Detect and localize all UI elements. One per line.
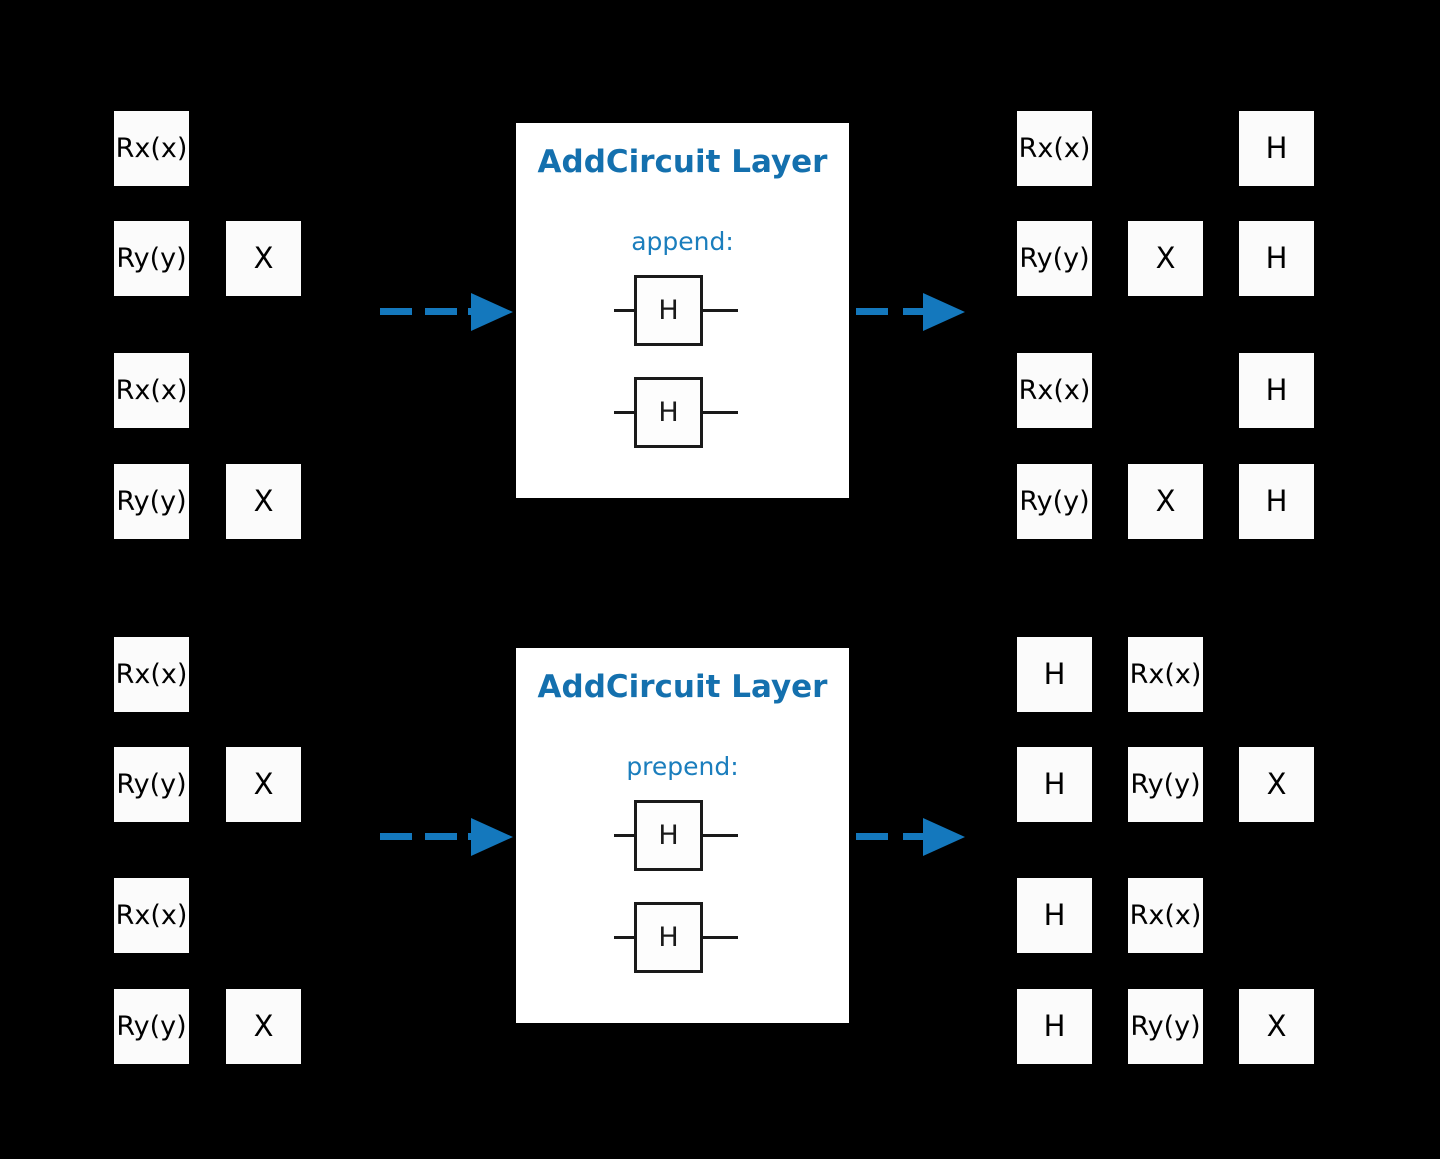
- panel-mode-label: append:: [631, 227, 734, 256]
- arrow-dash-segment: [903, 308, 931, 315]
- gate-box: Ry(y): [114, 221, 189, 296]
- arrow-dash-segment: [856, 833, 888, 840]
- gate-box: X: [1239, 747, 1314, 822]
- gate-box: H: [1017, 747, 1092, 822]
- gate-box: X: [226, 747, 301, 822]
- gate-box: Rx(x): [1128, 878, 1203, 953]
- arrow-dash-segment: [380, 833, 412, 840]
- panel-mode-label: prepend:: [626, 752, 739, 781]
- gate-box: H: [1239, 221, 1314, 296]
- arrow-head-icon: [471, 293, 513, 331]
- mini-wire-right: [702, 834, 738, 837]
- gate-box: Rx(x): [114, 353, 189, 428]
- mini-wire-left: [614, 834, 652, 837]
- arrow-dash-segment: [380, 308, 412, 315]
- gate-box: H: [1239, 111, 1314, 186]
- gate-box: Ry(y): [114, 989, 189, 1064]
- gate-box: Ry(y): [1128, 989, 1203, 1064]
- gate-box: H: [1017, 989, 1092, 1064]
- mini-wire-left: [614, 936, 652, 939]
- gate-box: H: [1239, 464, 1314, 539]
- gate-box: Rx(x): [114, 111, 189, 186]
- gate-box: H: [1239, 353, 1314, 428]
- mini-wire-left: [614, 309, 652, 312]
- panel-title: AddCircuit Layer: [537, 669, 828, 705]
- gate-box: H: [1017, 878, 1092, 953]
- mini-wire-right: [702, 411, 738, 414]
- mini-wire-right: [702, 936, 738, 939]
- gate-box: Ry(y): [1017, 221, 1092, 296]
- gate-box: Rx(x): [1017, 111, 1092, 186]
- mini-gate-box: H: [634, 902, 703, 973]
- gate-box: Ry(y): [1128, 747, 1203, 822]
- panel-title: AddCircuit Layer: [537, 144, 828, 180]
- gate-box: X: [226, 989, 301, 1064]
- mini-gate-box: H: [634, 275, 703, 346]
- gate-box: Ry(y): [114, 747, 189, 822]
- gate-box: Rx(x): [114, 637, 189, 712]
- gate-box: Ry(y): [1017, 464, 1092, 539]
- gate-box: Rx(x): [114, 878, 189, 953]
- arrow-head-icon: [923, 293, 965, 331]
- gate-box: X: [226, 464, 301, 539]
- arrow-dash-segment: [856, 308, 888, 315]
- gate-box: H: [1017, 637, 1092, 712]
- mini-gate-box: H: [634, 377, 703, 448]
- addcircuit-layer-panel-append: AddCircuit Layer append: H H: [516, 123, 849, 498]
- arrow-dash-segment: [425, 833, 457, 840]
- gate-box: X: [226, 221, 301, 296]
- gate-box: Ry(y): [114, 464, 189, 539]
- mini-wire-right: [702, 309, 738, 312]
- arrow-dash-segment: [425, 308, 457, 315]
- gate-box: Rx(x): [1128, 637, 1203, 712]
- gate-box: X: [1239, 989, 1314, 1064]
- mini-wire-left: [614, 411, 652, 414]
- gate-box: X: [1128, 464, 1203, 539]
- arrow-dash-segment: [903, 833, 931, 840]
- mini-gate-box: H: [634, 800, 703, 871]
- arrow-head-icon: [923, 818, 965, 856]
- addcircuit-layer-panel-prepend: AddCircuit Layer prepend: H H: [516, 648, 849, 1023]
- gate-box: X: [1128, 221, 1203, 296]
- gate-box: Rx(x): [1017, 353, 1092, 428]
- arrow-head-icon: [471, 818, 513, 856]
